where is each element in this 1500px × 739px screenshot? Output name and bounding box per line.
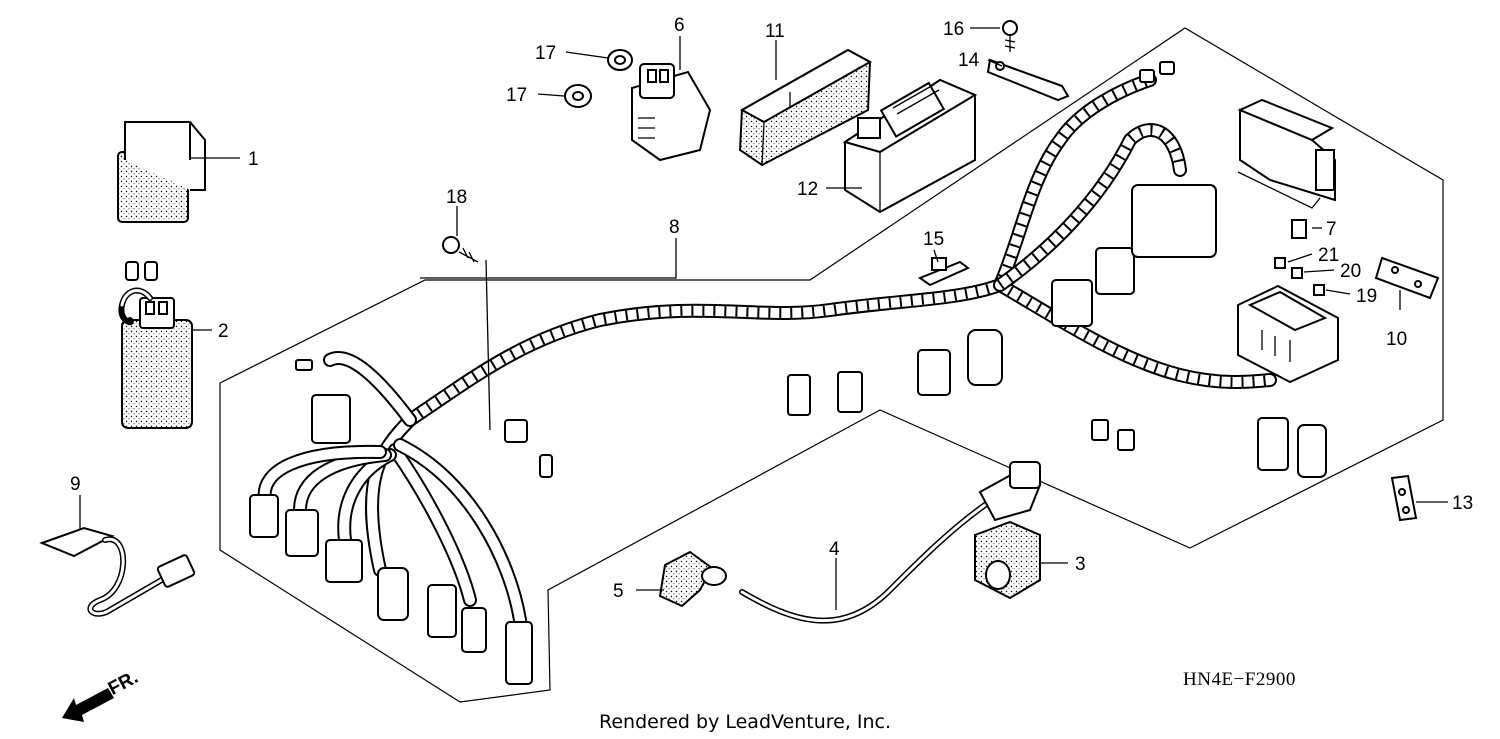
callout-7: 7 <box>1326 219 1337 240</box>
callout-6: 6 <box>674 15 685 36</box>
part-14-bracket[interactable] <box>986 58 1070 102</box>
part-17-grommet-upper[interactable] <box>607 49 633 71</box>
callout-5: 5 <box>613 581 624 602</box>
part-17-grommet-lower[interactable] <box>564 84 592 108</box>
part-15-clip[interactable] <box>917 257 970 287</box>
leader-lines <box>79 27 1448 610</box>
callout-17-lower: 17 <box>506 85 527 106</box>
part-4-sensor-cable[interactable] <box>739 461 1042 624</box>
credit-text: Rendered by LeadVenture, Inc. <box>599 711 891 733</box>
part-7-relay[interactable] <box>1291 219 1307 239</box>
callout-14: 14 <box>958 50 980 71</box>
part-16-screw[interactable] <box>1002 20 1018 52</box>
callout-18: 18 <box>446 187 467 208</box>
part-5-cap[interactable] <box>658 550 727 608</box>
part-13-bracket[interactable] <box>1390 474 1418 522</box>
part-6-sensor[interactable] <box>631 63 712 162</box>
callout-12: 12 <box>797 179 818 200</box>
callout-1: 1 <box>248 149 259 170</box>
part-9-cable[interactable] <box>39 526 196 617</box>
callout-3: 3 <box>1075 554 1086 575</box>
part-1-clip[interactable] <box>117 121 206 223</box>
part-10-bracket[interactable] <box>1374 256 1440 300</box>
callout-19: 19 <box>1356 286 1377 307</box>
callout-16: 16 <box>943 19 964 40</box>
callout-10: 10 <box>1386 329 1407 350</box>
front-direction-indicator: FR. <box>62 667 142 722</box>
part-2-relay[interactable] <box>118 261 193 429</box>
part-19-fuse[interactable] <box>1313 284 1325 296</box>
part-21-fuse[interactable] <box>1274 257 1286 269</box>
part-18-bolt[interactable] <box>442 236 479 263</box>
part-8-wire-harness[interactable] <box>249 61 1327 685</box>
callout-2: 2 <box>218 321 229 342</box>
callout-15: 15 <box>923 229 944 250</box>
callout-13: 13 <box>1452 493 1473 514</box>
part-20-fuse[interactable] <box>1291 267 1303 279</box>
front-arrow-icon <box>62 688 114 722</box>
fuse-box-cover[interactable] <box>1237 98 1336 209</box>
harness-assembly-outline <box>219 27 1444 703</box>
callout-numbers: 1 2 3 4 5 6 7 8 9 10 11 12 13 14 15 16 1… <box>70 15 1473 602</box>
callout-20: 20 <box>1340 261 1361 282</box>
callout-11: 11 <box>765 21 785 42</box>
part-12-ecu[interactable] <box>842 78 978 214</box>
part-3-holder[interactable] <box>974 520 1041 600</box>
callout-9: 9 <box>70 474 81 495</box>
callout-4: 4 <box>829 539 840 560</box>
callout-8: 8 <box>669 217 680 238</box>
diagram-code: HN4E−F2900 <box>1183 669 1296 690</box>
part-11-cover[interactable] <box>738 48 873 167</box>
callout-17-upper: 17 <box>535 43 556 64</box>
fuse-box[interactable] <box>1237 284 1339 384</box>
callout-21: 21 <box>1318 245 1339 266</box>
